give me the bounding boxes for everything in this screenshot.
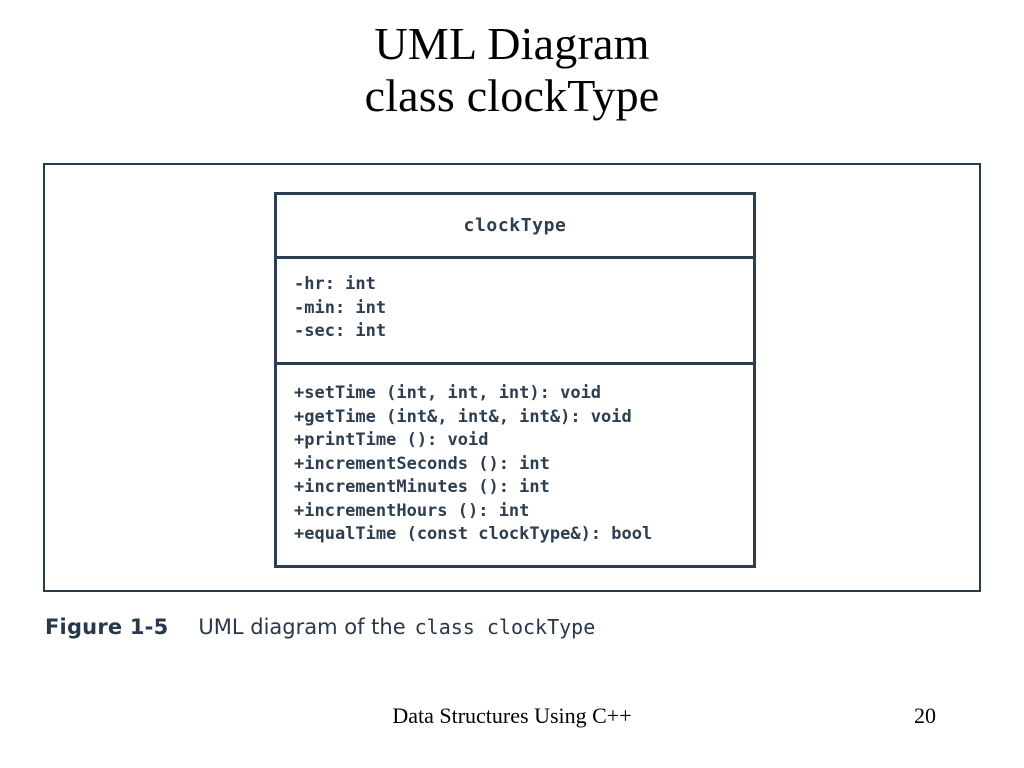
uml-method-row: +setTime (int, int, int): void: [294, 383, 602, 403]
uml-method-row: +getTime (int&, int&, int&): void: [294, 406, 632, 427]
uml-attributes-compartment: -hr: int -min: int -sec: int: [277, 259, 753, 365]
figure-caption: Figure 1-5 UML diagram of the class cloc…: [45, 615, 595, 639]
uml-class-name-compartment: clockType: [277, 195, 753, 259]
page-title-line-2: class clockType: [364, 70, 660, 121]
figure-caption-text: UML diagram of the: [198, 615, 406, 639]
uml-method-row: +incrementSeconds (): int: [294, 453, 550, 474]
uml-attribute-row: -sec: int: [294, 321, 387, 341]
uml-class-box: clockType -hr: int -min: int -sec: int +…: [274, 192, 756, 568]
uml-attribute-row: -hr: int: [294, 274, 376, 294]
figure-frame: clockType -hr: int -min: int -sec: int +…: [43, 163, 981, 592]
uml-attribute-row: -min: int: [294, 297, 387, 318]
footer-page-number: 20: [914, 703, 936, 728]
uml-method-row: +incrementMinutes (): int: [294, 477, 550, 497]
figure-caption-code: class clockType: [414, 615, 596, 639]
footer-title: Data Structures Using C++: [392, 703, 632, 728]
figure-caption-label: Figure 1-5: [45, 615, 169, 639]
uml-method-row: +incrementHours (): int: [294, 500, 530, 521]
uml-method-row: +printTime (): void: [294, 430, 489, 450]
uml-class-name: clockType: [463, 215, 567, 236]
page-title-line-1: UML Diagram: [374, 18, 650, 69]
uml-methods-compartment: +setTime (int, int, int): void +getTime …: [277, 365, 753, 547]
uml-method-row: +equalTime (const clockType&): bool: [294, 524, 653, 544]
page-title: UML Diagram class clockType: [0, 18, 1024, 122]
